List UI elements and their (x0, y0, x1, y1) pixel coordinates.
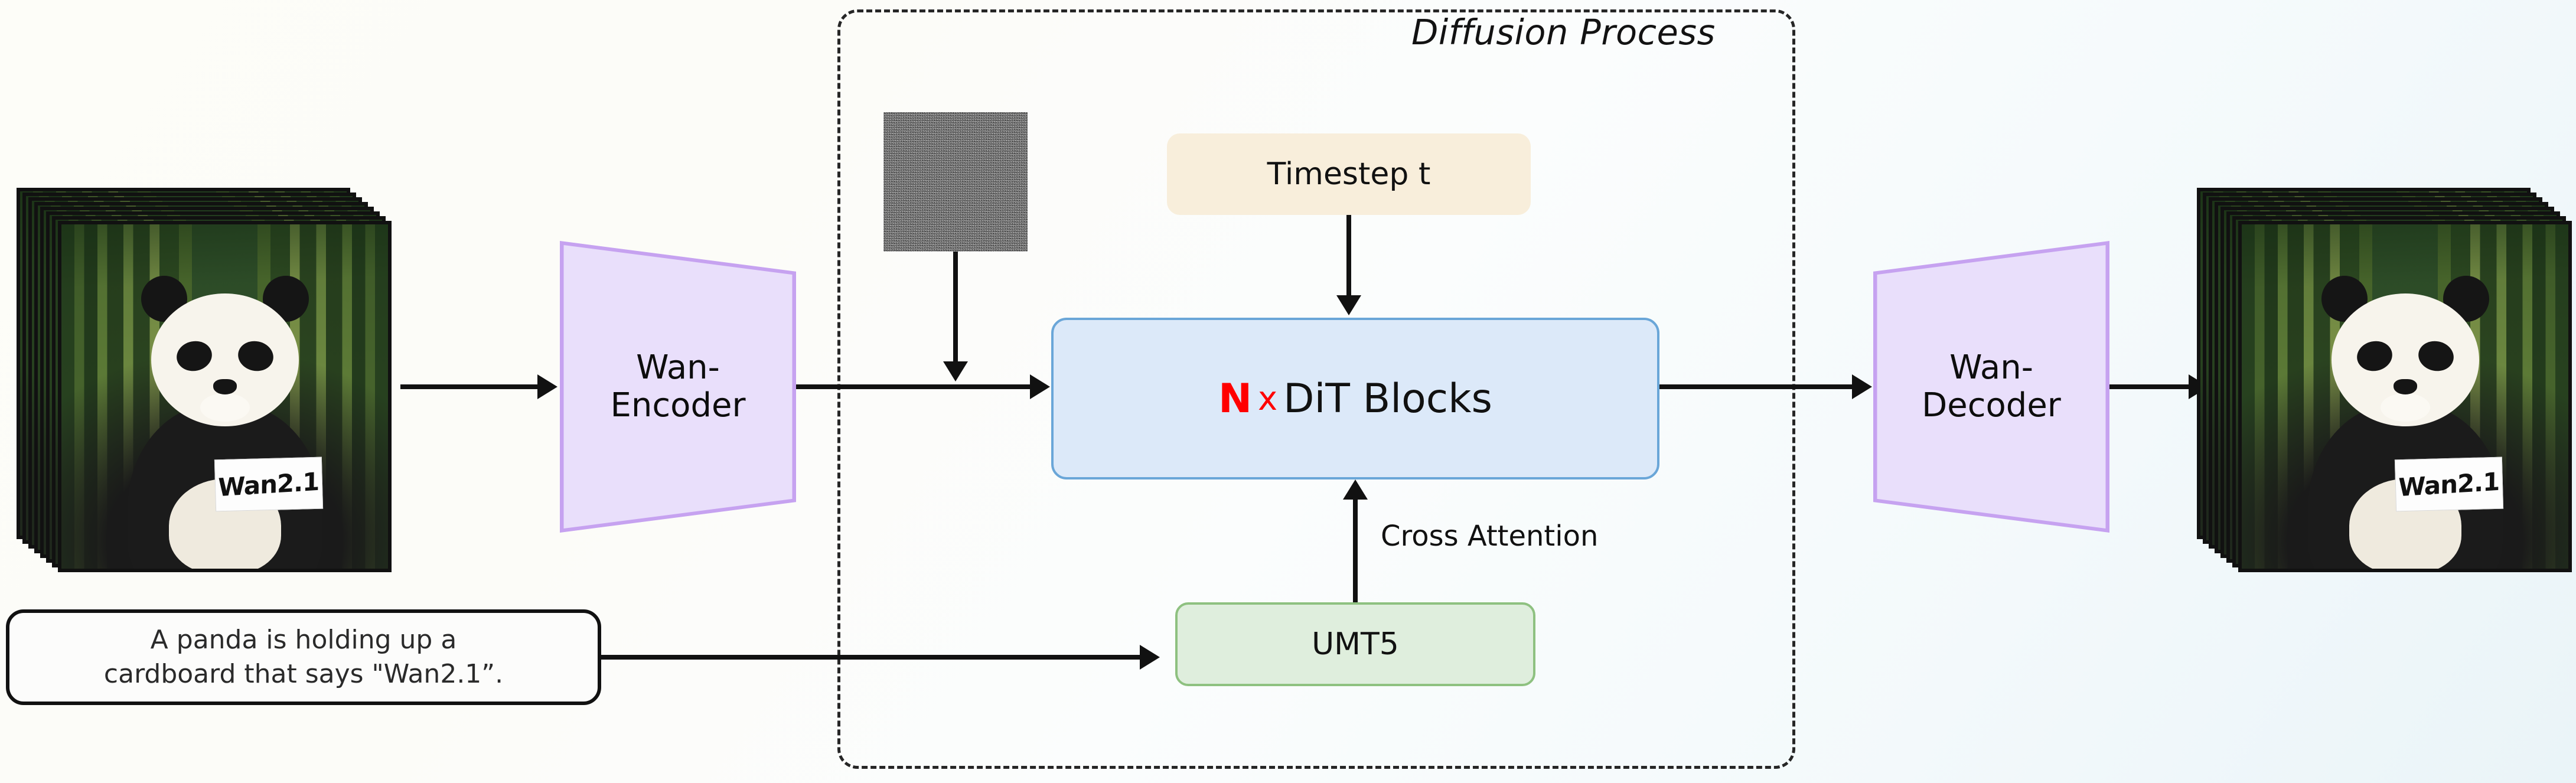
edge-input-to-encoder-arrowhead (537, 374, 557, 399)
edge-noise-to-latent (953, 252, 958, 365)
input-video-stack: Wan2.1 (17, 188, 392, 572)
dit-repeat-count: N (1218, 375, 1253, 422)
output-video-stack: Wan2.1 (2197, 188, 2572, 572)
cardboard-sign-text: Wan2.1 (2398, 466, 2500, 503)
umt5-node[interactable]: UMT5 (1175, 602, 1535, 686)
panda-muzzle (200, 393, 250, 422)
gaussian-noise-patch (883, 112, 1028, 252)
diffusion-process-label: Diffusion Process (1411, 12, 1716, 53)
timestep-node[interactable]: Timestep t (1167, 133, 1531, 215)
edge-umt5-to-dit (1353, 500, 1358, 602)
edge-encoder-to-dit-arrowhead (1030, 374, 1050, 399)
cross-attention-label: Cross Attention (1381, 520, 1599, 553)
wan-decoder-label-line2: Decoder (1922, 386, 2061, 425)
edge-dit-to-decoder-arrowhead (1852, 374, 1872, 399)
panda-muzzle (2380, 393, 2430, 422)
video-frame-front: Wan2.1 (2238, 221, 2572, 572)
wan-decoder-label-line1: Wan- (1949, 348, 2033, 387)
panda-nose (213, 379, 237, 395)
dit-blocks-node[interactable]: N x DiT Blocks (1051, 318, 1659, 479)
edge-encoder-to-dit (796, 384, 1032, 389)
dit-blocks-label: DiT Blocks (1283, 375, 1492, 422)
cardboard-sign: Wan2.1 (2394, 457, 2504, 512)
diffusion-process-group (837, 9, 1795, 769)
wan-encoder-node[interactable]: Wan- Encoder (560, 241, 796, 533)
prompt-textbox[interactable]: A panda is holding up a cardboard that s… (6, 609, 601, 705)
wan-encoder-label-line2: Encoder (610, 386, 746, 425)
prompt-line-1: A panda is holding up a (150, 624, 457, 655)
edge-decoder-to-output (2109, 384, 2192, 389)
edge-timestep-to-dit (1346, 215, 1351, 298)
video-frame-front: Wan2.1 (58, 221, 392, 572)
edge-umt5-to-dit-arrowhead (1343, 479, 1368, 500)
timestep-label: Timestep t (1267, 156, 1431, 192)
panda-nose (2393, 379, 2417, 395)
panda-illustration: Wan2.1 (61, 224, 388, 569)
edge-prompt-to-umt5 (600, 655, 1143, 660)
panda-illustration: Wan2.1 (2242, 224, 2568, 569)
wan-decoder-node[interactable]: Wan- Decoder (1873, 241, 2109, 533)
edge-prompt-to-umt5-arrowhead (1140, 645, 1160, 670)
edge-timestep-to-dit-arrowhead (1336, 295, 1361, 315)
edge-input-to-encoder (400, 384, 540, 389)
umt5-label: UMT5 (1312, 627, 1399, 662)
dit-multiply-symbol: x (1258, 379, 1278, 418)
wan-encoder-label-line1: Wan- (636, 348, 720, 387)
prompt-line-2: cardboard that says "Wan2.1”. (103, 659, 504, 689)
cardboard-sign: Wan2.1 (214, 457, 324, 512)
cardboard-sign-text: Wan2.1 (218, 466, 319, 503)
edge-noise-to-latent-arrowhead (943, 361, 968, 381)
edge-dit-to-decoder (1659, 384, 1854, 389)
